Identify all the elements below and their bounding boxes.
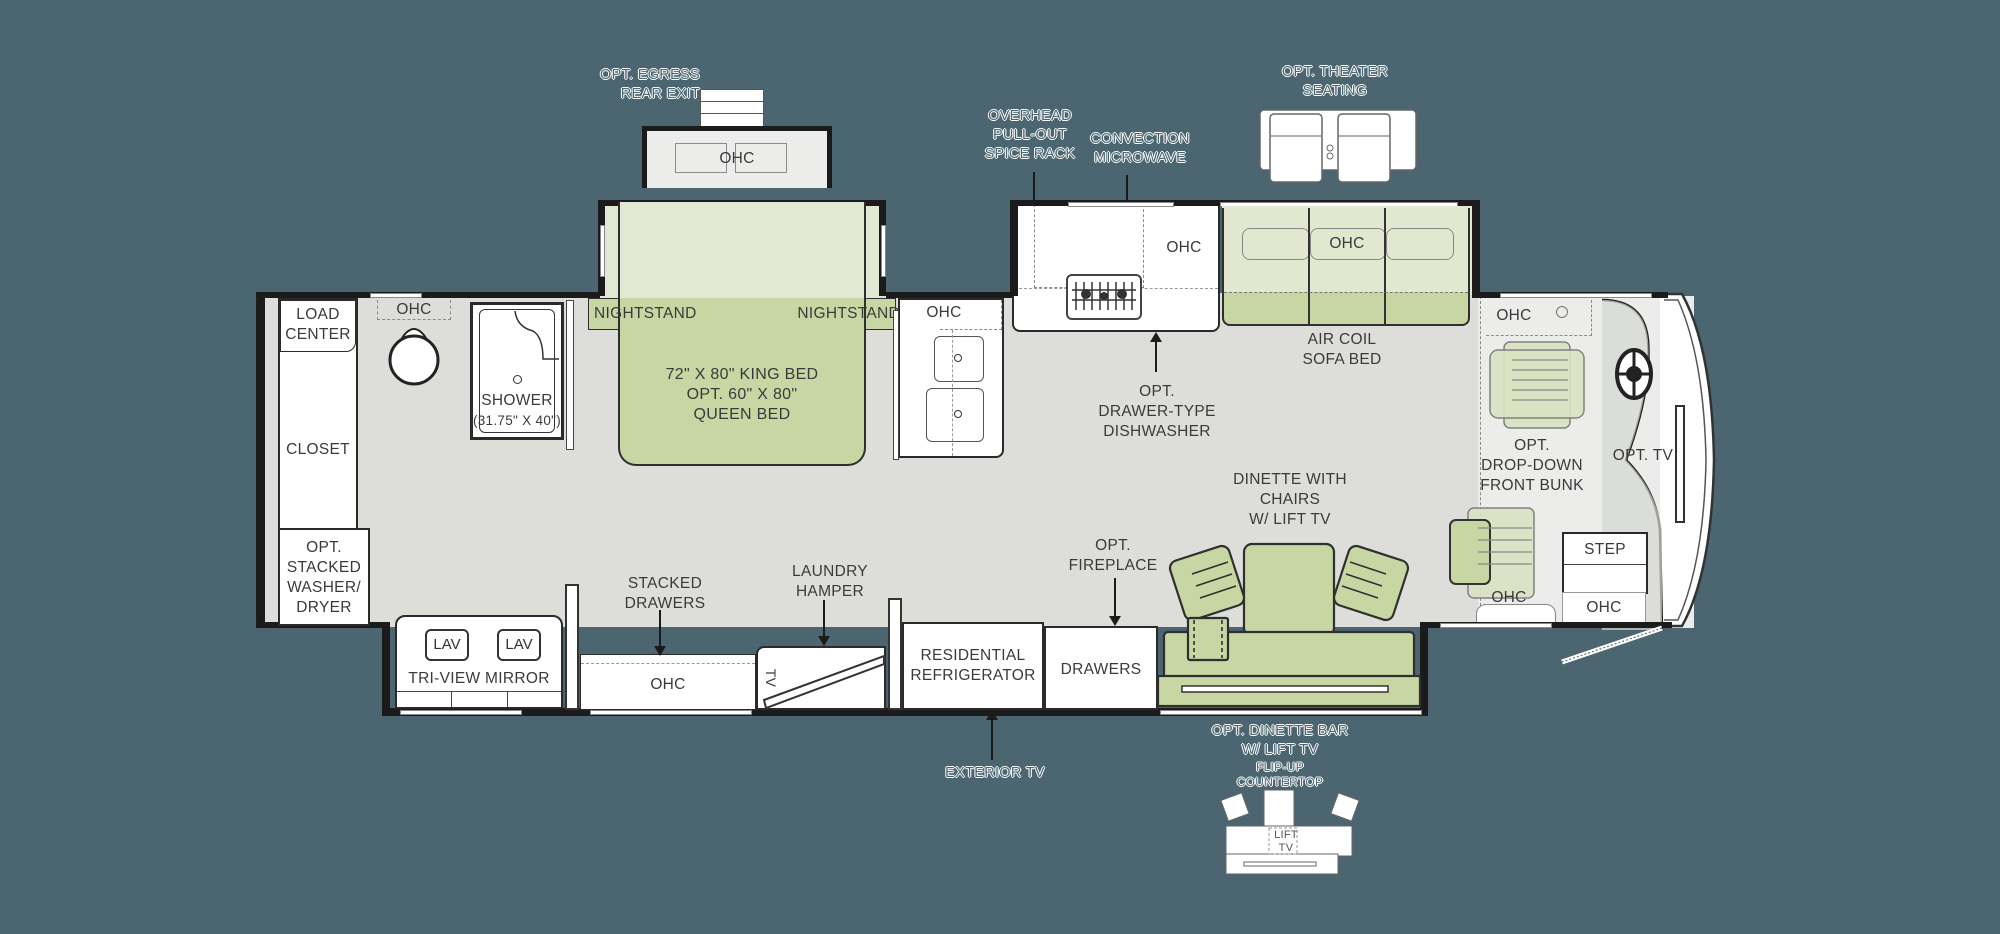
rear-egress-slide: OHC	[642, 126, 832, 188]
spice-rack-label: OVERHEAD PULL-OUT SPICE RACK	[984, 108, 1076, 162]
theater-seating-label: OPT. THEATER SEATING	[1281, 64, 1389, 99]
flip-up-label: FLIP-UP COUNTERTOP	[1236, 760, 1324, 789]
dishwasher-arrow	[1150, 332, 1162, 372]
egress-label: OPT. EGRESS REAR EXIT	[600, 67, 700, 102]
steering-wheel-icon	[1615, 348, 1653, 400]
load-center-label: LOAD CENTER	[285, 306, 351, 343]
fireplace-label: OPT. FIREPLACE	[1068, 537, 1158, 574]
bath-ohc-label: OHC	[396, 301, 432, 318]
closet-label: CLOSET	[286, 441, 350, 458]
drawers-label: DRAWERS	[1060, 661, 1142, 678]
lav-counter: LAV LAV TRI-VIEW MIRROR	[395, 615, 563, 709]
tri-view-mirror-label: TRI-VIEW MIRROR	[408, 670, 550, 687]
sofa-label: AIR COIL SOFA BED	[1302, 331, 1382, 368]
entry-door-icon	[1561, 625, 1663, 665]
lift-tv-label: LIFT TV	[1274, 829, 1298, 854]
laundry-hamper-arrow	[818, 600, 830, 646]
front-cap	[1660, 292, 1716, 628]
drawers-cabinet: DRAWERS	[1044, 626, 1158, 710]
shower: SHOWER (31.75" X 40")	[470, 302, 564, 440]
dishwasher-label: OPT. DRAWER-TYPE DISHWASHER	[1098, 383, 1216, 440]
bunk-label: OPT. DROP-DOWN FRONT BUNK	[1480, 437, 1584, 494]
rear-wall	[256, 292, 265, 628]
top-wall-rear	[256, 292, 602, 298]
step-label: STEP	[1584, 541, 1626, 558]
dinette-icon[interactable]	[1156, 540, 1422, 710]
theater-seating-icon	[1259, 109, 1417, 183]
sink-basin-1	[934, 336, 984, 382]
nightstand-left-label: NIGHTSTAND	[594, 305, 697, 322]
fireplace-arrow	[1109, 578, 1121, 626]
toilet-icon	[388, 328, 440, 386]
microwave-label: CONVECTION MICROWAVE	[1090, 131, 1190, 166]
cooktop-icon	[1066, 274, 1142, 320]
exterior-tv-arrow	[986, 710, 998, 760]
washer-dryer-label: OPT. STACKED WASHER/ DRYER	[286, 539, 362, 616]
bath-ohc	[377, 300, 451, 320]
egress-steps	[700, 89, 764, 127]
shower-label: SHOWER	[481, 392, 553, 409]
rear-slide-ohc-label: OHC	[719, 150, 755, 167]
driver-seat-icon	[1489, 341, 1585, 429]
wardrobe-ohc-label: OHC	[650, 676, 686, 693]
refrigerator-label: RESIDENTIAL REFRIGERATOR	[910, 647, 1036, 684]
kitchen-slide: OHC	[1012, 204, 1220, 332]
kitchen-ohc-label: OHC	[1166, 239, 1202, 256]
washer-dryer: OPT. STACKED WASHER/ DRYER	[278, 528, 370, 626]
cab-ohc-top-label: OHC	[1496, 307, 1532, 324]
cab-ohc-bottom-left-label: OHC	[1491, 589, 1527, 606]
lav-sink-2: LAV	[497, 629, 541, 661]
tv-small-label: TV	[763, 668, 779, 688]
sink-basin-2	[926, 388, 984, 442]
passenger-seat-icon	[1449, 507, 1535, 599]
laundry-hamper-label: LAUNDRY HAMPER	[792, 563, 868, 600]
king-bed[interactable]	[618, 202, 866, 466]
stacked-drawers-label: STACKED DRAWERS	[624, 575, 706, 612]
entry-step: STEP	[1562, 532, 1648, 594]
lav-sink-1: LAV	[425, 629, 469, 661]
stacked-drawers-cabinet: OHC	[580, 654, 756, 710]
galley-sink-counter: OHC	[898, 298, 1004, 458]
stacked-drawers-arrow	[654, 610, 666, 656]
air-coil-sofa[interactable]: OHC	[1222, 208, 1470, 326]
galley-ohc-label: OHC	[926, 304, 962, 321]
sofa-ohc-label: OHC	[1329, 235, 1365, 252]
dinette-bar-label: OPT. DINETTE BAR W/ LIFT TV	[1211, 723, 1349, 758]
nightstand-right	[862, 298, 896, 330]
bed-label: 72" X 80" KING BED OPT. 60" X 80" QUEEN …	[665, 366, 819, 423]
cab-ohc-bottom-right-label: OHC	[1586, 599, 1622, 616]
exterior-tv-label: EXTERIOR TV	[945, 765, 1045, 781]
nightstand-right-label: NIGHTSTAND	[797, 305, 900, 322]
opt-tv-label: OPT. TV	[1612, 447, 1674, 464]
load-center: LOAD CENTER	[280, 300, 356, 352]
dinette-label: DINETTE WITH CHAIRS W/ LIFT TV	[1233, 471, 1347, 528]
residential-refrigerator[interactable]: RESIDENTIAL REFRIGERATOR	[902, 622, 1044, 710]
shower-size-label: (31.75" X 40")	[472, 413, 562, 428]
dinette-bar-icon	[1220, 789, 1360, 875]
laundry-hamper: TV	[756, 646, 886, 710]
